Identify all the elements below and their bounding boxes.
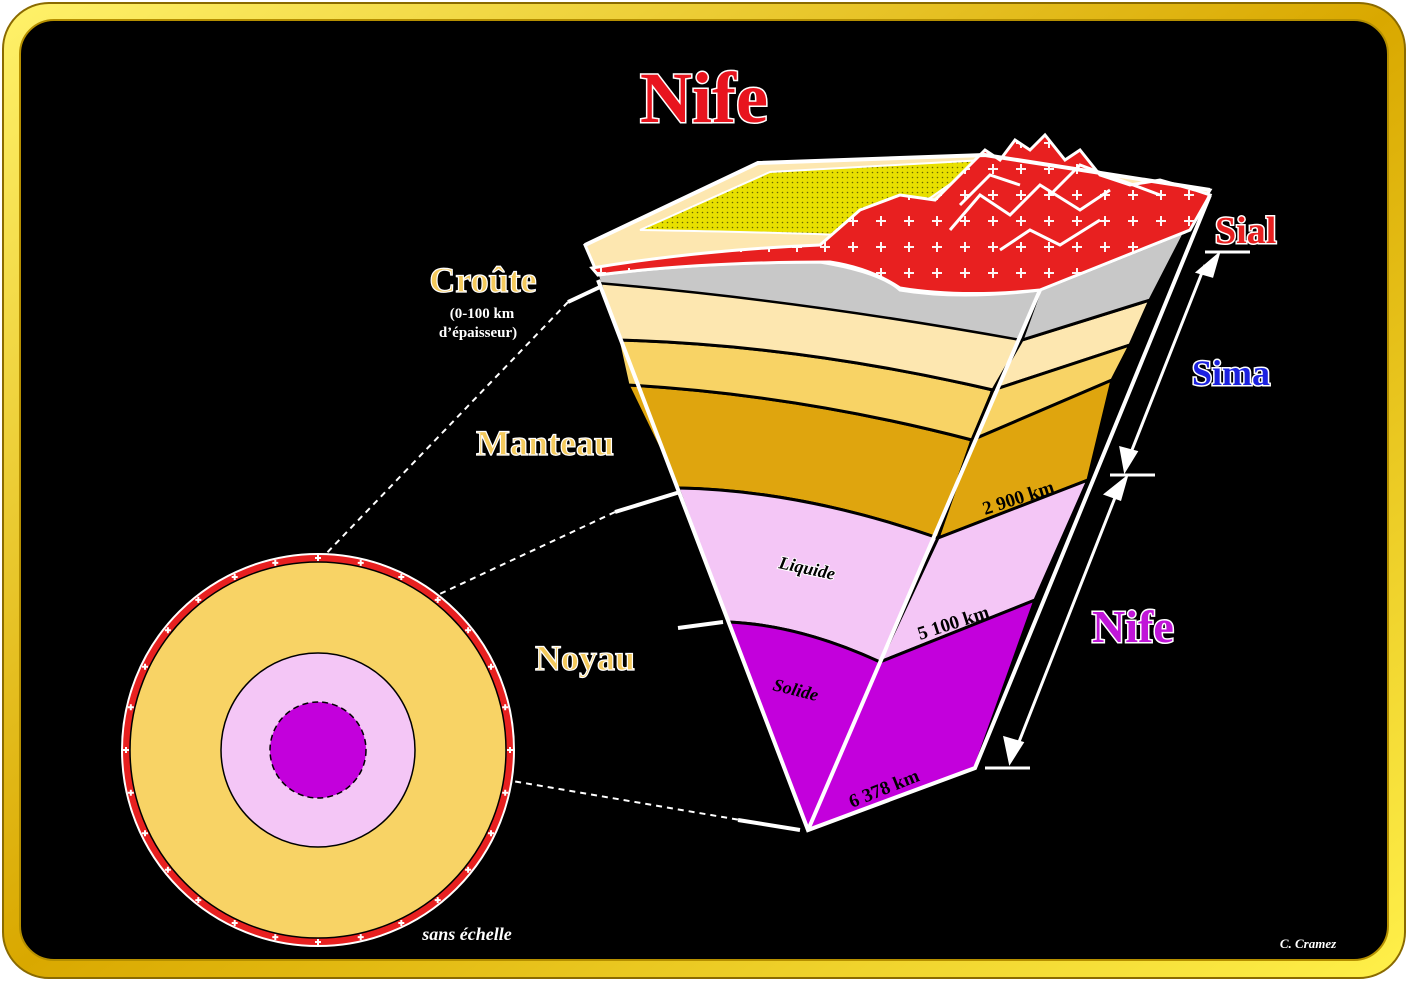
mountain-ridge-lines <box>948 163 1161 252</box>
depth-scale-arrows <box>985 250 1250 770</box>
crust-cross-mark <box>507 747 513 753</box>
crust <box>583 132 1213 342</box>
globe-inner-core <box>269 701 367 799</box>
crust-thickness-line1: (0-100 km <box>450 306 515 322</box>
wedge-outline <box>584 152 1212 833</box>
sima-label: Sima <box>1192 353 1270 393</box>
crust-cross-mark <box>398 574 405 581</box>
author-credit: C. Cramez <box>1280 936 1337 951</box>
crust-cross-mark <box>142 663 149 670</box>
crust-cross-mark <box>434 897 441 904</box>
nife-label: Nife <box>1092 601 1174 652</box>
crust-cross-mark <box>465 866 472 873</box>
crust-cross-mark <box>123 747 129 753</box>
crust-label: Croûte <box>429 260 536 300</box>
crust-cross-mark <box>164 866 171 873</box>
crust-cross-mark <box>502 704 509 711</box>
crust-cross-mark <box>272 559 279 566</box>
crust-cross-mark <box>127 789 134 796</box>
crust-cross-mark <box>357 559 364 566</box>
crust-cross-mark <box>465 627 472 634</box>
crust-cross-mark <box>315 939 321 945</box>
page-title: Nife <box>640 58 768 138</box>
crust-cross-mark <box>195 897 202 904</box>
crust-cross-mark <box>502 789 509 796</box>
crust-cross-mark <box>434 596 441 603</box>
crust-cross-mark <box>195 596 202 603</box>
crust-cross-mark <box>487 663 494 670</box>
mantle-label: Manteau <box>476 423 614 463</box>
core-label: Noyau <box>535 638 635 678</box>
crust-thickness-line2: d’épaisseur) <box>439 325 517 341</box>
crust-cross-mark <box>315 555 321 561</box>
crust-cross-mark <box>231 919 238 926</box>
crust-cross-mark <box>127 704 134 711</box>
boundary-ticks <box>567 285 801 832</box>
crust-cross-mark <box>142 830 149 837</box>
earth-globe <box>121 553 515 947</box>
sial-label: Sial <box>1215 210 1276 252</box>
globe-crust-marks <box>123 555 513 945</box>
scale-note: sans échelle <box>421 924 512 944</box>
crust-cross-mark <box>164 627 171 634</box>
crust-cross-mark <box>272 934 279 941</box>
crust-cross-mark <box>357 934 364 941</box>
crust-cross-mark <box>487 830 494 837</box>
earth-wedge <box>597 229 1189 834</box>
crust-cross-mark <box>231 574 238 581</box>
crust-cross-mark <box>398 919 405 926</box>
